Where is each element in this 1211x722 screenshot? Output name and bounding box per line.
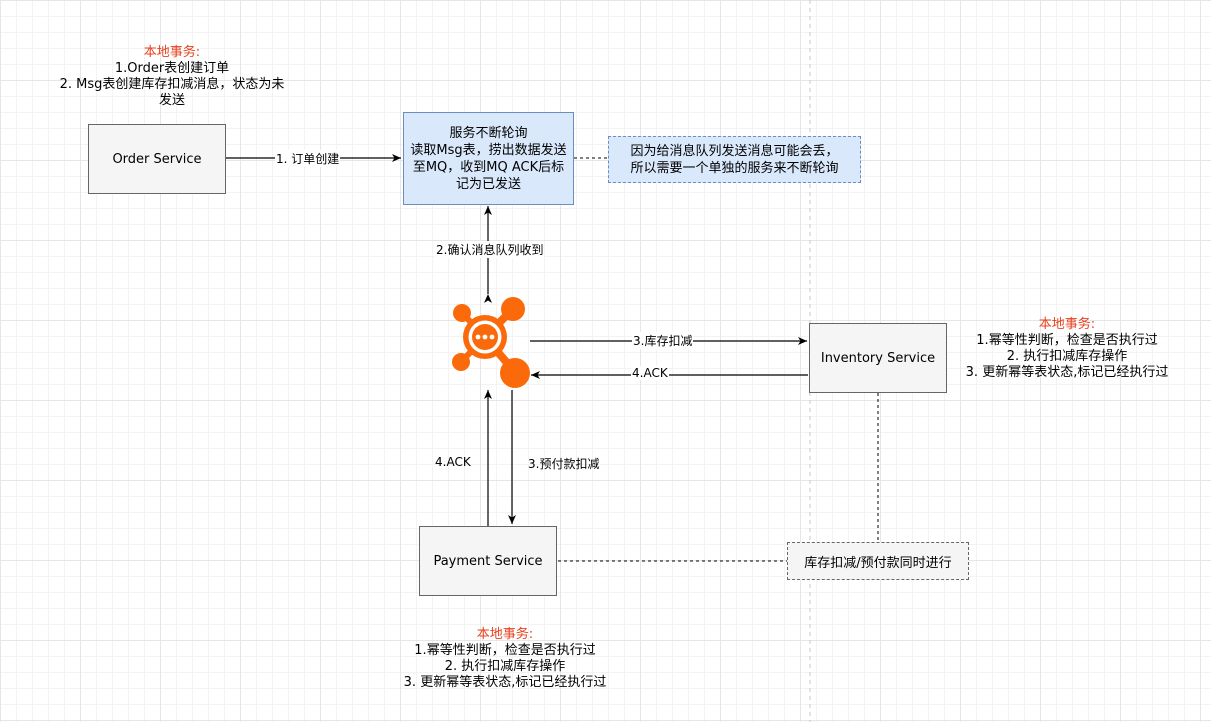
note-line: 3. 更新幂等表状态,标记已经执行过 <box>403 675 607 690</box>
polling-service-line: 读取Msg表，捞出数据发送 <box>410 142 567 158</box>
message-queue-hub-icon <box>452 297 530 388</box>
note-title: 本地事务: <box>476 627 534 642</box>
edge-label-payment-ack: 4.ACK <box>435 455 471 469</box>
note-line: 1.Order表创建订单 <box>114 61 230 76</box>
note-line: 1.幂等性判断，检查是否执行过 <box>976 333 1158 348</box>
polling-reason-line: 因为给消息队列发送消息可能会丢， <box>630 143 839 159</box>
note-line: 发送 <box>158 93 185 108</box>
inventory-service-label: Inventory Service <box>820 350 936 366</box>
note-line: 3. 更新幂等表状态,标记已经执行过 <box>965 365 1169 380</box>
inventory-local-transaction-note: 本地事务: 1.幂等性判断，检查是否执行过 2. 执行扣减库存操作 3. 更新幂… <box>966 317 1169 381</box>
edge-label-confirm-mq: 2.确认消息队列收到 <box>435 241 545 258</box>
edge-label-payment-deduct: 3.预付款扣减 <box>528 457 600 471</box>
order-local-transaction-note: 本地事务: 1.Order表创建订单 2. Msg表创建库存扣减消息，状态为未 … <box>60 45 285 109</box>
polling-service-line: 至MQ，收到MQ ACK后标 <box>412 159 565 175</box>
concurrent-note-label: 库存扣减/预付款同时进行 <box>804 555 952 571</box>
concurrent-note[interactable]: 库存扣减/预付款同时进行 <box>787 542 969 580</box>
order-service-node[interactable]: Order Service <box>88 124 226 194</box>
payment-service-label: Payment Service <box>433 553 543 569</box>
note-title: 本地事务: <box>1038 317 1096 332</box>
polling-service-node[interactable]: 服务不断轮询 读取Msg表，捞出数据发送 至MQ，收到MQ ACK后标 记为已发… <box>403 112 574 205</box>
order-service-label: Order Service <box>112 151 202 167</box>
note-title: 本地事务: <box>143 45 201 60</box>
payment-local-transaction-note: 本地事务: 1.幂等性判断，检查是否执行过 2. 执行扣减库存操作 3. 更新幂… <box>404 627 607 691</box>
note-line: 2. 执行扣减库存操作 <box>1006 349 1128 364</box>
payment-service-node[interactable]: Payment Service <box>419 526 557 596</box>
polling-service-line: 记为已发送 <box>455 176 521 192</box>
note-line: 1.幂等性判断，检查是否执行过 <box>414 643 596 658</box>
note-line: 2. 执行扣减库存操作 <box>444 659 566 674</box>
inventory-service-node[interactable]: Inventory Service <box>809 323 947 393</box>
note-line: 2. Msg表创建库存扣减消息，状态为未 <box>59 77 285 92</box>
polling-reason-note[interactable]: 因为给消息队列发送消息可能会丢， 所以需要一个单独的服务来不断轮询 <box>608 136 861 183</box>
edge-label-inventory-deduct: 3.库存扣减 <box>632 332 694 349</box>
edge-label-inventory-ack: 4.ACK <box>631 366 669 380</box>
polling-service-line: 服务不断轮询 <box>449 125 528 141</box>
edge-label-create-order: 1. 订单创建 <box>275 150 341 167</box>
polling-reason-line: 所以需要一个单独的服务来不断轮询 <box>630 160 839 176</box>
